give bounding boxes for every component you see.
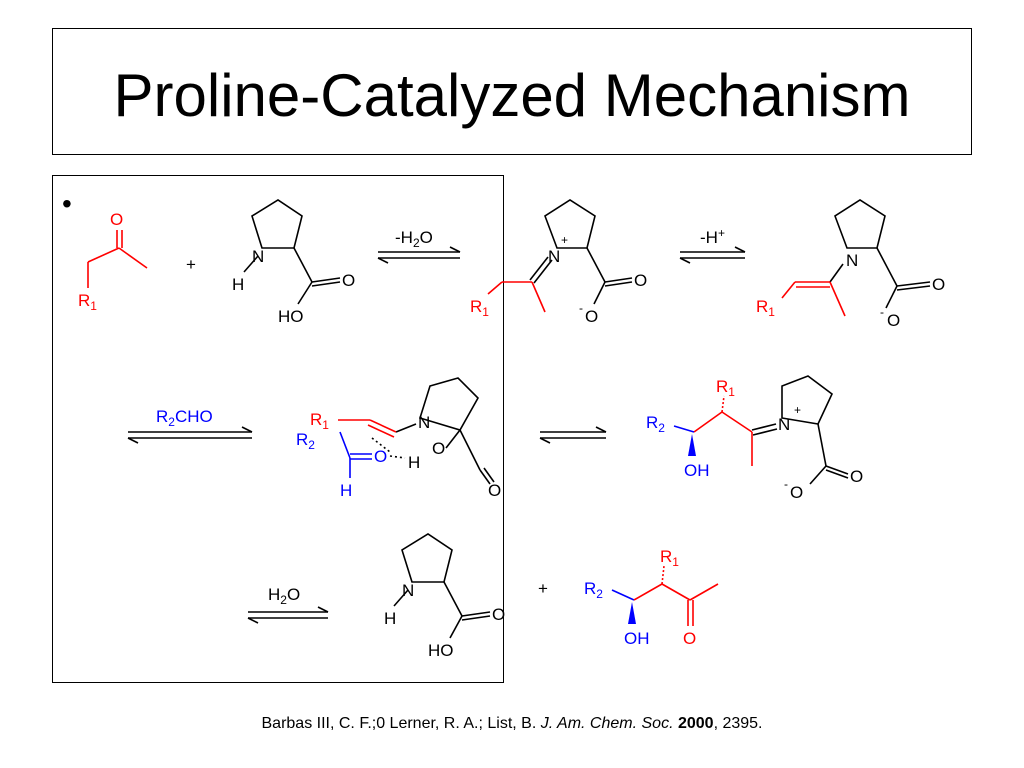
aldol-product-r1: R1 xyxy=(660,547,679,569)
proline-hydroxyl: HO xyxy=(278,307,304,326)
equilibrium-arrow-4 xyxy=(539,426,607,444)
aldol-product: R1 R2 OH O xyxy=(584,547,719,648)
aldol-iminium-nitrogen: N xyxy=(778,415,790,434)
iminium-carboxylate-o: O xyxy=(585,307,598,326)
enamine-anion-charge: - xyxy=(880,305,884,319)
aldol-iminium: N + O - O R1 R2 OH xyxy=(646,375,863,502)
ketone-reactant: O R1 xyxy=(78,210,148,313)
iminium-r1: R1 xyxy=(470,297,489,319)
step-label-h2o: H2O xyxy=(268,585,300,607)
step-label-r2cho: R2CHO xyxy=(156,407,213,429)
content-box xyxy=(52,175,504,683)
proline-product-hydroxyl: HO xyxy=(428,641,454,660)
equilibrium-arrow-3: R2CHO xyxy=(127,407,253,444)
proline-reactant: N H O HO xyxy=(232,199,355,326)
aldol-product-r2: R2 xyxy=(584,579,603,601)
aldol-product-carbonyl-o: O xyxy=(683,629,696,648)
bullet-point: • xyxy=(62,188,72,219)
aldol-iminium-carboxylate-o: O xyxy=(790,483,803,502)
ketone-r1: R1 xyxy=(78,291,97,313)
citation-journal: J. Am. Chem. Soc. xyxy=(540,715,674,732)
ts-carbonyl-o: O xyxy=(488,481,501,500)
proline-nh: H xyxy=(232,275,244,294)
enamine-r1: R1 xyxy=(756,297,775,319)
enamine-carbonyl-o: O xyxy=(932,275,945,294)
proline-product-carbonyl-o: O xyxy=(492,605,505,624)
transition-state: N O H O O H R1 R2 xyxy=(296,377,501,500)
aldol-iminium-oh: OH xyxy=(684,461,710,480)
aldol-iminium-r2: R2 xyxy=(646,413,665,435)
proline-product-nh: H xyxy=(384,609,396,628)
step-label-minus-h-plus: -H+ xyxy=(700,226,725,247)
proline-product: N H O HO xyxy=(384,533,505,660)
enamine-carboxylate-o: O xyxy=(887,311,900,330)
proline-carbonyl-o: O xyxy=(342,271,355,290)
aldol-product-oh: OH xyxy=(624,629,650,648)
iminium-carbonyl-o: O xyxy=(634,271,647,290)
citation-pages: , 2395. xyxy=(713,715,763,732)
enamine-nitrogen: N xyxy=(846,251,858,270)
equilibrium-arrow-2: -H+ xyxy=(679,226,746,264)
ts-oxygen: O xyxy=(432,439,445,458)
iminium-anion-charge: - xyxy=(579,301,583,315)
title-box: Proline-Catalyzed Mechanism xyxy=(52,28,972,155)
proline-product-nitrogen: N xyxy=(402,581,414,600)
ts-r2: R2 xyxy=(296,430,315,452)
aldol-iminium-charge: + xyxy=(794,403,801,417)
aldol-iminium-carbonyl-o: O xyxy=(850,467,863,486)
citation-authors: Barbas III, C. F.;0 Lerner, R. A.; List,… xyxy=(261,715,541,732)
aldol-iminium-r1: R1 xyxy=(716,377,735,399)
iminium-nitrogen: N xyxy=(548,247,560,266)
enamine-intermediate: N O - O R1 xyxy=(756,199,945,330)
ts-aldehyde-h: H xyxy=(340,481,352,500)
equilibrium-arrow-1: -H2O xyxy=(377,228,461,264)
ts-r1: R1 xyxy=(310,410,329,432)
iminium-intermediate: N + O - O R1 xyxy=(470,199,647,326)
citation: Barbas III, C. F.;0 Lerner, R. A.; List,… xyxy=(0,715,1024,733)
proline-nitrogen: N xyxy=(252,247,264,266)
ts-aldehyde-o: O xyxy=(374,447,387,466)
step-label-minus-h2o: -H2O xyxy=(395,228,433,250)
ts-hydrogen: H xyxy=(408,453,420,472)
citation-year: 2000 xyxy=(677,715,714,732)
ts-nitrogen: N xyxy=(418,413,430,432)
aldol-iminium-anion-charge: - xyxy=(784,477,788,491)
slide-title: Proline-Catalyzed Mechanism xyxy=(113,62,911,129)
iminium-charge: + xyxy=(561,233,568,247)
equilibrium-arrow-5: H2O xyxy=(247,585,329,624)
plus-sign-2: + xyxy=(538,579,548,598)
plus-sign-1: + xyxy=(186,255,196,274)
ketone-oxygen: O xyxy=(110,210,123,229)
